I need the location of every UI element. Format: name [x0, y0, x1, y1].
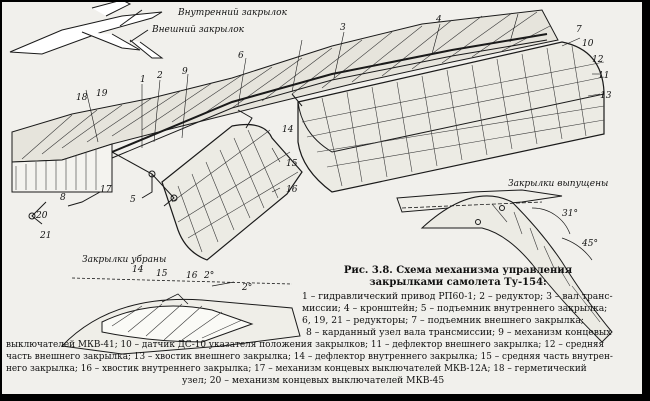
callout-15: 15: [286, 159, 298, 169]
callout-2: 2: [156, 71, 163, 81]
frame-shadow-right: [642, 8, 650, 401]
callout-18: 18: [76, 93, 88, 103]
label-outer-flap: Внешний закрылок: [151, 25, 245, 35]
callout-16b: 16: [186, 271, 198, 281]
callout-9: 9: [182, 67, 188, 77]
inset-flaps-extended: [396, 189, 613, 343]
flap-mechanism-diagram: 1 2 3 4 5 6 7 8 9 10 11 12 13 14 15 16 1…: [9, 2, 613, 355]
callout-10: 10: [582, 39, 594, 49]
legend-line-7: него закрылка; 16 – хвостик внутреннего …: [6, 364, 587, 374]
callout-15b: 15: [156, 269, 168, 279]
legend-line-4: 8 – карданный узел вала трансмиссии; 9 –…: [306, 327, 612, 338]
wing-surface: [11, 9, 559, 193]
leader-lines: [85, 13, 601, 193]
callout-21: 21: [39, 231, 51, 241]
callout-16: 16: [286, 185, 298, 195]
callout-11: 11: [598, 71, 609, 81]
label-angle-31: 31°: [562, 209, 578, 219]
inset-flaps-retracted: [60, 277, 301, 355]
outer-flap: [297, 41, 605, 193]
legend-line-8: узел; 20 – механизм концевых выключателе…: [182, 375, 445, 386]
callout-4: 4: [435, 15, 442, 25]
callout-13: 13: [600, 91, 612, 101]
callout-numbers: 1 2 3 4 5 6 7 8 9 10 11 12 13 14 15 16 1…: [35, 15, 612, 281]
callout-12: 12: [592, 55, 604, 65]
callout-20: 20: [35, 211, 48, 221]
inner-flap: [161, 123, 303, 261]
callout-14: 14: [282, 125, 294, 135]
callout-14b: 14: [132, 265, 144, 275]
figure-sheet: 1 2 3 4 5 6 7 8 9 10 11 12 13 14 15 16 1…: [2, 2, 642, 394]
legend-line-6: часть внешнего закрылка; 13 – хвостик вн…: [6, 352, 613, 362]
callout-6: 6: [238, 51, 244, 61]
legend-line-5: выключателей МКВ-41; 10 – датчик ДС-10 у…: [6, 340, 605, 350]
callout-5: 5: [130, 195, 136, 205]
callout-3: 3: [340, 23, 346, 33]
aircraft-silhouette: [9, 2, 164, 59]
label-inner-flap: Внутренний закрылок: [177, 8, 288, 18]
transmission-shaft: [111, 33, 548, 159]
label-angle-45: 45°: [581, 239, 598, 249]
legend-line-1: 1 – гидравлический привод РП60-1; 2 – ре…: [302, 291, 613, 302]
label-flaps-retracted: Закрылки убраны: [82, 254, 166, 265]
label-angle-2a: 2°: [203, 271, 214, 281]
actuator-links: [28, 93, 303, 225]
callout-17: 17: [100, 185, 112, 195]
figure-caption: Рис. 3.8. Схема механизма управления зак…: [308, 265, 608, 289]
callout-1: 1: [140, 75, 146, 85]
callout-19: 19: [96, 89, 108, 99]
legend-line-2: миссии; 4 – кронштейн; 5 – подъемник вну…: [302, 303, 608, 314]
caption-title-line2: закрылками самолета Ту-154:: [369, 277, 547, 288]
legend-line-3: 6, 19, 21 – редукторы; 7 – подъемник вне…: [302, 315, 584, 326]
label-angle-2b: 2°: [241, 283, 252, 293]
callout-8: 8: [60, 193, 66, 203]
label-flaps-extended: Закрылки выпущены: [508, 179, 608, 189]
frame-shadow-bottom: [8, 394, 650, 401]
caption-title-line1: Рис. 3.8. Схема механизма управления: [343, 265, 573, 276]
callout-7: 7: [576, 25, 582, 35]
